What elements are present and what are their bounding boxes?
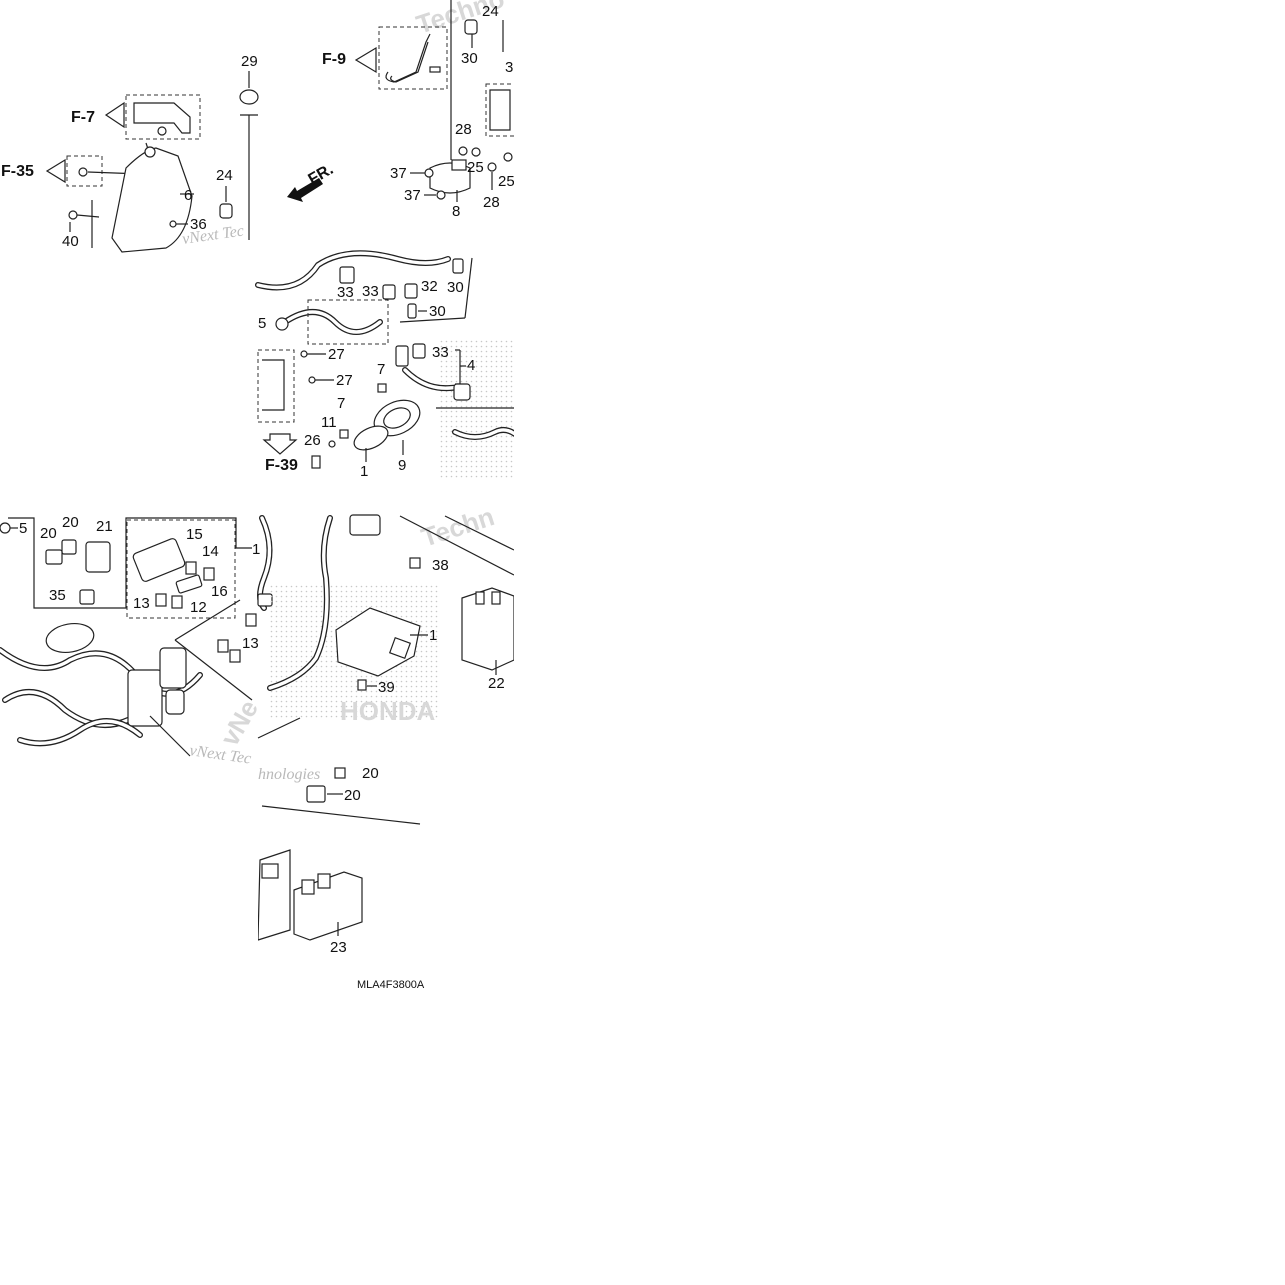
callout-30-a: 30: [461, 50, 478, 67]
ref-arrow-f35: [45, 158, 66, 184]
ref-arrow-f7: [104, 101, 125, 129]
ref-arrow-f39: [262, 433, 298, 455]
callout-11: 11: [321, 414, 337, 431]
callout-28-b: 28: [483, 194, 500, 211]
callout-1-b: 1: [429, 627, 437, 644]
callout-40: 40: [62, 233, 79, 250]
drawing-code: MLA4F3800A: [357, 979, 425, 991]
callout-8: 8: [452, 203, 460, 220]
callout-24-b: 24: [482, 3, 499, 20]
panel-middle: 33 33 32 30 30 5 27 27 F-39 33 4: [255, 250, 518, 480]
callout-6: 6: [184, 187, 192, 204]
callout-5-mid: 5: [258, 315, 266, 332]
callout-5: 5: [19, 520, 27, 537]
callout-14: 14: [202, 543, 219, 560]
watermark-techn: Techn: [418, 501, 498, 553]
callout-12: 12: [190, 599, 207, 616]
bracket-box: [125, 94, 201, 140]
callout-16: 16: [211, 583, 228, 600]
ecu-module: [461, 587, 515, 671]
pipe-box: [378, 26, 448, 90]
callout-36: 36: [190, 216, 207, 233]
callout-20-a: 20: [62, 514, 79, 531]
callout-29: 29: [241, 53, 258, 70]
callout-25-b: 25: [498, 173, 515, 190]
callout-35: 35: [49, 587, 66, 604]
callout-3: 3: [505, 59, 513, 76]
panel-bottom: hnologies 20 20 23 MLA4F3800A: [257, 765, 425, 991]
callout-20-b: 20: [40, 525, 57, 542]
callout-1-a: 1: [252, 541, 260, 558]
callout-22: 22: [488, 675, 505, 692]
fuse-box: [132, 538, 186, 582]
ref-f39: F-39: [265, 457, 298, 474]
callout-26: 26: [304, 432, 321, 449]
callout-33-c: 33: [432, 344, 449, 361]
watermark-honda: HONDA: [340, 696, 436, 726]
watermark-hnologies: hnologies: [258, 766, 320, 783]
ref-f35: F-35: [1, 163, 34, 180]
callout-27-a: 27: [328, 346, 345, 363]
callout-27-b: 27: [336, 372, 353, 389]
callout-20-c: 20: [362, 765, 379, 782]
relay: [85, 541, 111, 573]
callout-30-b: 30: [447, 279, 464, 296]
callout-7-a: 7: [377, 361, 385, 378]
grommet-box: [66, 155, 103, 187]
callout-21: 21: [96, 518, 113, 535]
panel-lower-right: HONDA Techn vNe 38 1 39 22: [214, 501, 515, 751]
callout-20-d: 20: [344, 787, 361, 804]
callout-15: 15: [186, 526, 203, 543]
callout-28-a: 28: [455, 121, 472, 138]
callout-33-a: 33: [337, 284, 354, 301]
panel-top-left: F-7 F-35 6 40 29 24 36 vNext Tec: [1, 53, 259, 253]
callout-37-a: 37: [390, 165, 407, 182]
ref-arrow-f9: [354, 46, 377, 74]
callout-39: 39: [378, 679, 395, 696]
callout-30-c: 30: [429, 303, 446, 320]
callout-38: 38: [432, 557, 449, 574]
callout-13-b: 13: [242, 635, 259, 652]
front-arrow: [287, 178, 323, 202]
side-cover: [111, 147, 193, 253]
panel-top-right: Techno F-9 FR. 24 30 3 8 28 37 37: [287, 0, 517, 220]
callout-37-b: 37: [404, 187, 421, 204]
callout-7-b: 7: [337, 395, 345, 412]
ref-f9: F-9: [322, 51, 346, 68]
callout-33-b: 33: [362, 283, 379, 300]
watermark-vne: vNe: [214, 695, 264, 751]
callout-24-a: 24: [216, 167, 233, 184]
callout-23: 23: [330, 939, 347, 956]
bracket-part: [133, 102, 191, 134]
control-unit: [335, 607, 421, 677]
callout-10: 9: [398, 457, 406, 474]
callout-4: 4: [467, 357, 475, 374]
panel-lower-left: 5 20 20 21 15 14 16 12 13 35 1: [0, 514, 273, 768]
callout-32: 32: [421, 278, 438, 295]
callout-25-a: 25: [467, 159, 484, 176]
callout-9: 1: [360, 463, 368, 480]
ref-f7: F-7: [71, 109, 95, 126]
callout-13-a: 13: [133, 595, 150, 612]
